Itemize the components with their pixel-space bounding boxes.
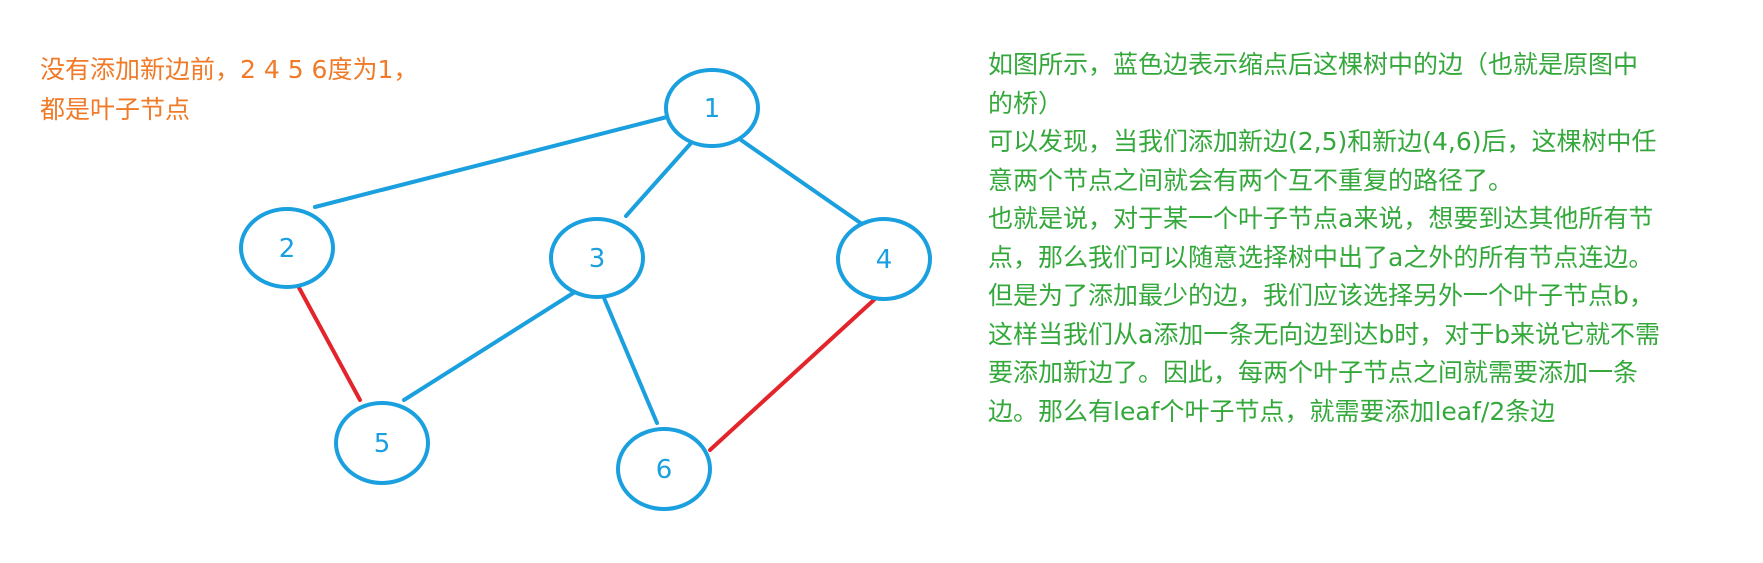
node-circle-3: [549, 217, 645, 299]
node-6: 6: [616, 427, 712, 511]
edge-1-4-tree: [739, 138, 864, 226]
node-circle-1: [664, 68, 760, 148]
right-note-line-3: 可以发现，当我们添加新边(2,5)和新边(4,6)后，这棵树中任: [988, 127, 1657, 156]
node-label-4: 4: [876, 245, 893, 275]
node-2: 2: [239, 207, 335, 289]
right-note-line-7: 但是为了添加最少的边，我们应该选择另外一个叶子节点b，: [988, 281, 1654, 310]
right-note-line-10: 边。那么有leaf个叶子节点，就需要添加leaf/2条边: [988, 396, 1556, 426]
edge-3-5-tree: [402, 288, 580, 402]
node-label-6: 6: [656, 455, 673, 485]
edge-3-6-tree: [602, 296, 659, 425]
node-circle-5: [334, 401, 430, 485]
edge-1-3-tree: [624, 140, 694, 218]
left-note: 没有添加新边前，2 4 5 6度为1， 都是叶子节点: [40, 50, 460, 130]
edges-layer: [295, 115, 878, 452]
right-note-line-2: 的桥）: [988, 88, 1064, 118]
nodes-layer: 1 2 3 4 5 6: [239, 68, 932, 511]
node-label-3: 3: [589, 244, 606, 274]
node-circle-2: [239, 207, 335, 289]
node-3: 3: [549, 217, 645, 299]
tree-diagram: 1 2 3 4 5 6: [239, 68, 932, 511]
node-5: 5: [334, 401, 430, 485]
edge-2-5-new: [295, 282, 362, 402]
node-label-1: 1: [704, 94, 721, 124]
right-note-line-4: 意两个节点之间就会有两个互不重复的路径了。: [988, 165, 1514, 195]
right-note: 如图所示，蓝色边表示缩点后这棵树中的边（也就是原图中 的桥） 可以发现，当我们添…: [988, 46, 1738, 431]
right-note-line-6: 点，那么我们可以随意选择树中出了a之外的所有节点连边。: [988, 242, 1654, 272]
node-label-5: 5: [374, 429, 391, 459]
node-1: 1: [664, 68, 760, 148]
node-circle-6: [616, 427, 712, 511]
right-note-line-8: 这样当我们从a添加一条无向边到达b时，对于b来说它就不需: [988, 319, 1661, 349]
node-label-2: 2: [279, 234, 296, 264]
edge-4-6-new: [708, 296, 878, 452]
node-4: 4: [836, 217, 932, 301]
right-note-line-1: 如图所示，蓝色边表示缩点后这棵树中的边（也就是原图中: [988, 50, 1639, 79]
node-circle-4: [836, 217, 932, 301]
edge-1-2-tree: [313, 115, 669, 209]
left-note-line-2: 都是叶子节点: [40, 95, 191, 124]
right-note-line-5: 也就是说，对于某一个叶子节点a来说，想要到达其他所有节: [988, 204, 1654, 233]
left-note-line-1: 没有添加新边前，2 4 5 6度为1，: [40, 55, 419, 84]
right-note-line-9: 要添加新边了。因此，每两个叶子节点之间就需要添加一条: [988, 358, 1639, 387]
